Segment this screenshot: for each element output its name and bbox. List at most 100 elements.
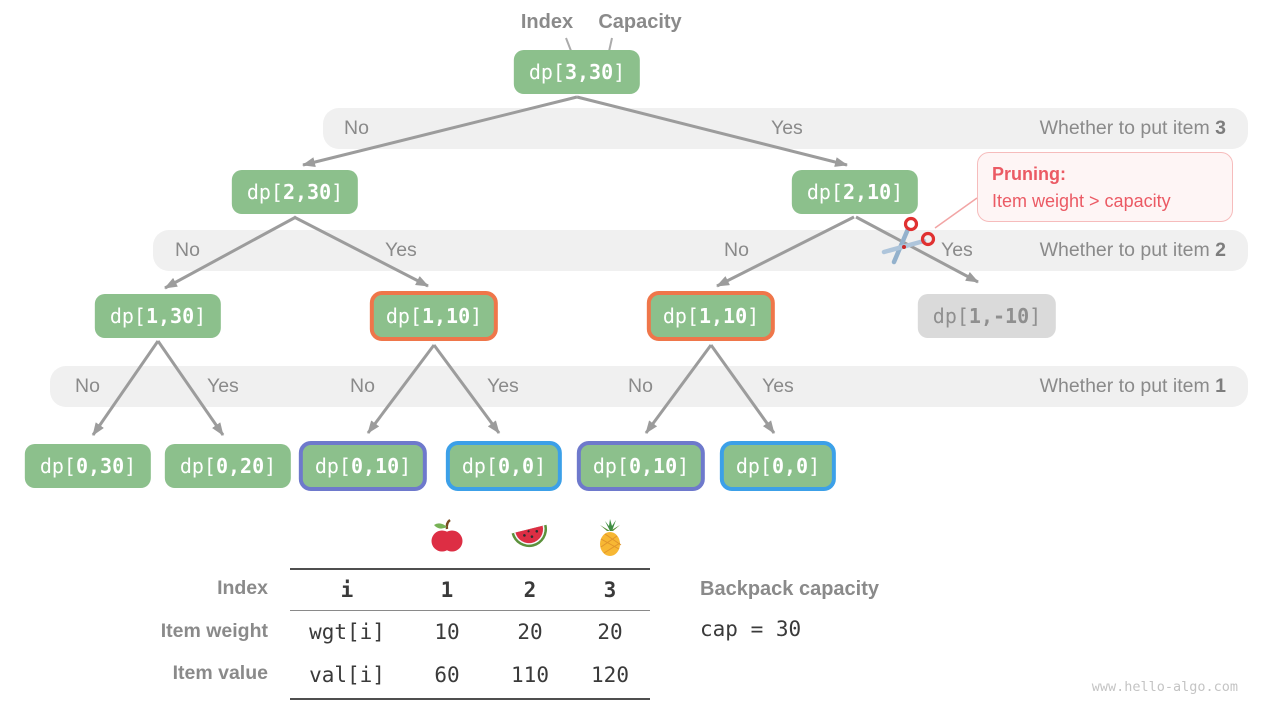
- band-question-text: Whether to put item: [1039, 117, 1216, 139]
- table-cell: 20: [517, 620, 543, 644]
- table-header-cell: 2: [523, 578, 537, 602]
- backpack-capacity-value: cap = 30: [700, 617, 802, 641]
- node-text: dp[: [592, 454, 629, 478]
- watermark: www.hello-algo.com: [1091, 679, 1238, 695]
- tree-node-dp-1-10-right: dp[1,10]: [646, 291, 776, 341]
- table-row-label-weight: Item weight: [160, 620, 268, 642]
- band-question: Whether to put item 1: [1040, 366, 1226, 407]
- tree-node-dp-2-30: dp[2,30]: [231, 170, 359, 214]
- node-text: dp[: [528, 60, 565, 84]
- watermelon-icon: [510, 519, 550, 558]
- band-option-yes: Yes: [762, 375, 794, 397]
- table-header-cell: 1: [440, 578, 454, 602]
- table-row-label-index: Index: [217, 577, 268, 599]
- node-text: dp[: [109, 304, 146, 328]
- pineapple-icon: [595, 519, 625, 562]
- tree-node-dp-2-10: dp[2,10]: [791, 170, 919, 214]
- backpack-capacity-label: Backpack capacity: [700, 578, 880, 600]
- node-state: 1,10: [421, 304, 471, 328]
- node-text: dp[: [662, 304, 699, 328]
- node-text: ]: [264, 454, 277, 478]
- node-text: ]: [808, 454, 821, 478]
- table-row-values: val[i] 60 110 120: [290, 653, 650, 698]
- band-question-text: Whether to put item: [1039, 375, 1216, 397]
- table-header-cell: 3: [603, 578, 617, 602]
- node-text: dp[: [314, 454, 351, 478]
- decision-band-item-3: No Yes Whether to put item 3: [323, 108, 1248, 149]
- table-header-cell: i: [340, 578, 354, 602]
- tree-node-dp-0-0-right: dp[0,0]: [719, 441, 837, 491]
- node-text: ]: [891, 180, 904, 204]
- tree-node-dp-0-30: dp[0,30]: [24, 444, 152, 488]
- pruning-connector-line: [934, 197, 978, 229]
- node-text: ]: [747, 304, 760, 328]
- band-option-no: No: [175, 239, 200, 261]
- table-cell: 110: [511, 663, 549, 687]
- table-cell: 20: [597, 620, 623, 644]
- node-text: ]: [124, 454, 137, 478]
- table-cell: wgt[i]: [309, 620, 385, 644]
- decision-band-item-1: No Yes No Yes No Yes Whether to put item…: [50, 366, 1248, 407]
- node-text: dp[: [932, 304, 969, 328]
- node-text: ]: [534, 454, 547, 478]
- node-text: ]: [1029, 304, 1042, 328]
- band-option-no: No: [75, 375, 100, 397]
- node-text: ]: [194, 304, 207, 328]
- node-text: dp[: [179, 454, 216, 478]
- node-text: ]: [470, 304, 483, 328]
- table-row-label-value: Item value: [172, 662, 268, 684]
- table-cell: val[i]: [309, 663, 385, 687]
- node-text: ]: [399, 454, 412, 478]
- table-cell: 10: [434, 620, 460, 644]
- tree-node-dp-1-30: dp[1,30]: [94, 294, 222, 338]
- band-option-no: No: [628, 375, 653, 397]
- table-cell: 120: [591, 663, 629, 687]
- node-state: 0,10: [350, 454, 400, 478]
- band-option-yes: Yes: [771, 117, 803, 139]
- band-question-item: 2: [1215, 239, 1226, 261]
- band-option-yes: Yes: [487, 375, 519, 397]
- node-text: ]: [677, 454, 690, 478]
- band-option-yes: Yes: [941, 239, 973, 261]
- tree-node-dp-0-20: dp[0,20]: [164, 444, 292, 488]
- node-state: 1,-10: [968, 304, 1030, 328]
- pruning-body: Item weight > capacity: [992, 191, 1171, 211]
- index-label: Index: [520, 11, 574, 33]
- band-question-text: Whether to put item: [1039, 239, 1216, 261]
- tree-node-dp-0-10-right: dp[0,10]: [576, 441, 706, 491]
- band-option-yes: Yes: [207, 375, 239, 397]
- node-state: 0,10: [628, 454, 678, 478]
- band-question: Whether to put item 3: [1040, 108, 1226, 149]
- capacity-label: Capacity: [598, 11, 682, 33]
- tree-node-dp-1-neg10-pruned: dp[1,-10]: [917, 294, 1057, 338]
- node-text: dp[: [385, 304, 422, 328]
- node-text: dp[: [39, 454, 76, 478]
- pruning-title-line: Pruning:: [992, 161, 1218, 188]
- node-state: 3,30: [564, 60, 614, 84]
- tree-edges: [91, 95, 979, 436]
- node-state: 1,30: [145, 304, 195, 328]
- band-option-no: No: [350, 375, 375, 397]
- node-state: 2,10: [842, 180, 892, 204]
- tree-node-dp-0-0-left: dp[0,0]: [445, 441, 563, 491]
- pruning-title: Pruning: [992, 164, 1060, 184]
- band-question-item: 1: [1215, 375, 1226, 397]
- tree-node-dp-1-10-left: dp[1,10]: [369, 291, 499, 341]
- node-text: dp[: [246, 180, 283, 204]
- node-state: 0,30: [75, 454, 125, 478]
- pruning-callout: Pruning: Item weight > capacity: [977, 152, 1233, 222]
- node-state: 0,20: [215, 454, 265, 478]
- node-text: dp[: [461, 454, 498, 478]
- item-table: i 1 2 3 wgt[i] 10 20 20 val[i] 60 110 12…: [290, 568, 650, 700]
- apple-icon: [431, 519, 463, 560]
- scissors-icon: [881, 216, 936, 265]
- tree-node-dp-3-30: dp[3,30]: [513, 50, 641, 94]
- node-state: 0,0: [497, 454, 535, 478]
- table-row-weights: wgt[i] 10 20 20: [290, 611, 650, 653]
- node-text: ]: [613, 60, 626, 84]
- band-question-item: 3: [1215, 117, 1226, 139]
- tree-node-dp-0-10-left: dp[0,10]: [298, 441, 428, 491]
- node-state: 2,30: [282, 180, 332, 204]
- band-question: Whether to put item 2: [1040, 230, 1226, 271]
